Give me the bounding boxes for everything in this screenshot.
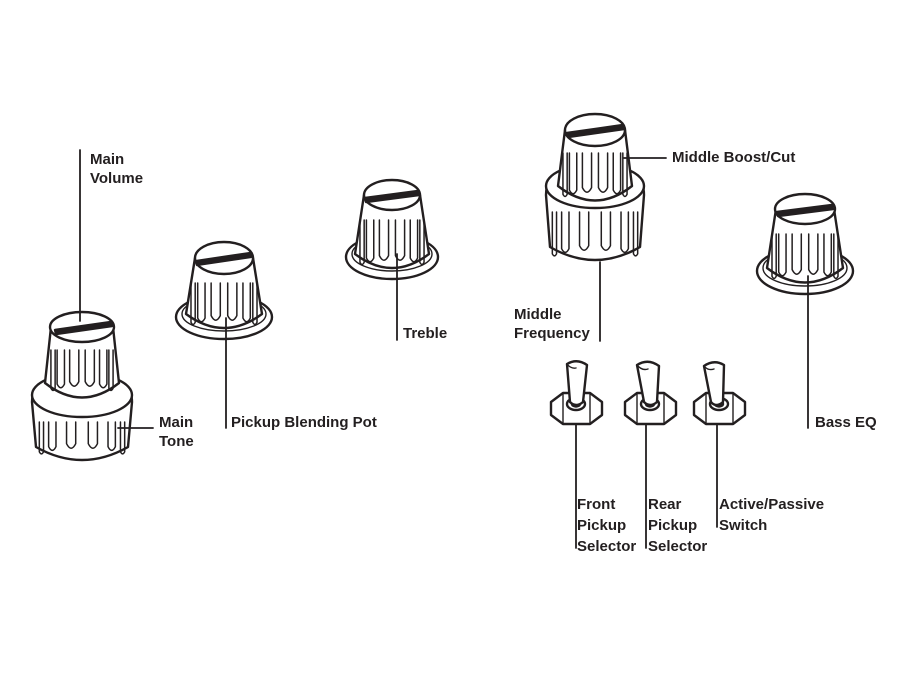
bass-eq-label: Bass EQ	[815, 414, 877, 431]
knob-ridge	[252, 282, 258, 326]
knob-ridge	[419, 219, 425, 266]
knob-ridge	[578, 211, 590, 252]
knob-ridge	[562, 152, 568, 198]
bass-eq-knob	[755, 192, 855, 296]
pickup-blending-pot-label: Pickup Blending Pot	[231, 414, 377, 431]
knob-ridge	[807, 233, 819, 275]
knob-ridge	[632, 211, 639, 257]
knob-ridge	[98, 349, 108, 389]
rear-pickup-toggle	[623, 360, 678, 426]
knob-ridge	[84, 349, 96, 387]
knob-ridge	[612, 152, 622, 195]
knob-ridge	[359, 219, 365, 266]
front-pickup-toggle	[549, 360, 604, 426]
knob-ridge	[68, 349, 80, 387]
knob-ridge	[190, 282, 196, 326]
treble-label: Treble	[403, 325, 448, 342]
knob-ridge	[560, 211, 570, 254]
knob-ridge	[551, 211, 558, 257]
knob-ridge	[226, 282, 238, 321]
pickup-blending-knob	[174, 240, 274, 341]
middle-boost-knob	[556, 112, 634, 202]
knob-ridge	[581, 152, 593, 193]
knob-ridge	[597, 152, 609, 193]
knob-ridge	[777, 233, 787, 277]
main-volume-tone-knob	[30, 310, 134, 462]
middle-stacked-knob	[544, 112, 646, 262]
knob-ridge	[791, 233, 803, 275]
knob-ridge	[196, 282, 206, 323]
knob-ridge	[568, 152, 578, 195]
knob-ridge	[50, 349, 56, 392]
knob-ridge	[833, 233, 839, 280]
knob-ridge	[394, 219, 406, 261]
treble-knob	[344, 178, 440, 281]
knob-ridge	[119, 421, 126, 455]
knob-ridge	[771, 233, 777, 280]
middle-boost-cut-label: Middle Boost/Cut	[672, 149, 796, 166]
knob-ridge	[38, 421, 45, 455]
active-passive-toggle	[692, 361, 747, 426]
knob-ridge	[378, 219, 390, 261]
leader-lines	[79, 149, 809, 549]
knob-ridge	[56, 349, 66, 389]
knob-ridge	[242, 282, 252, 323]
knob-ridge	[107, 421, 117, 452]
knob-ridge	[365, 219, 375, 263]
main-volume-knob	[43, 310, 121, 399]
knob-ridge	[600, 211, 612, 252]
knob-ridge	[210, 282, 222, 321]
knob-ridge	[823, 233, 833, 277]
knob-ridge	[620, 211, 630, 254]
knob-ridge	[47, 421, 57, 452]
knob-ridge	[87, 421, 99, 450]
knob-ridge	[108, 349, 114, 392]
knob-ridge	[409, 219, 419, 263]
knob-ridge	[622, 152, 628, 198]
knob-ridge	[65, 421, 77, 450]
